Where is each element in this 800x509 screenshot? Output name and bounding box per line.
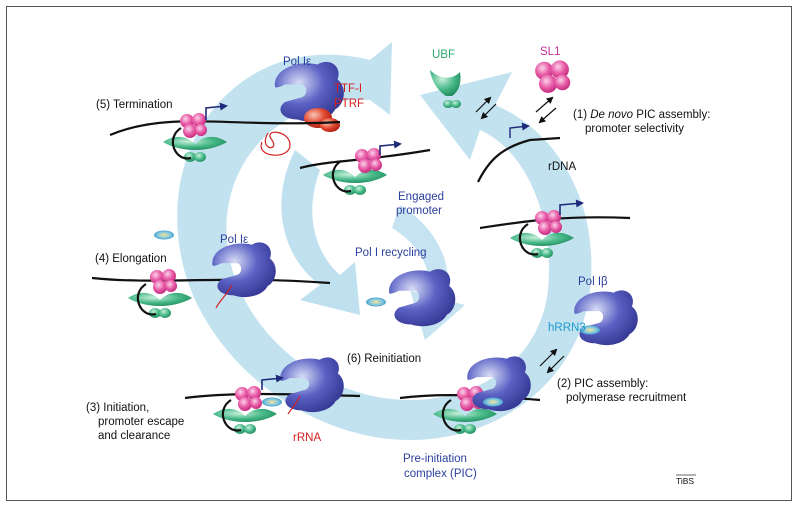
ubf-equilibrium-arrows <box>475 96 497 120</box>
initiation-rrna <box>287 395 301 415</box>
pic-line1: Pre-initiation <box>403 453 467 465</box>
initiation-promoter-arrow <box>261 374 284 390</box>
termination-sl1 <box>180 113 207 138</box>
engaged-sl1 <box>355 148 382 173</box>
step1-rest: PIC assembly: <box>633 109 710 121</box>
recycling-hrrn3 <box>366 297 386 307</box>
step1-number: (1) <box>573 109 590 121</box>
rdna-strand <box>477 136 561 183</box>
step2-line2: polymerase recruitment <box>566 392 687 404</box>
right-promoter-arrow <box>559 199 584 215</box>
figure-frame <box>6 6 792 501</box>
elongation-sl1 <box>150 269 177 294</box>
engaged-dna <box>299 148 431 170</box>
credit-label: TiBS <box>676 476 694 486</box>
sl1-equilibrium-arrows <box>535 96 557 124</box>
pic-hrrn3 <box>483 397 503 407</box>
step3-line2: promoter escape <box>98 416 184 428</box>
ttf1-label: TTF-I <box>334 83 362 95</box>
ptrf-label: PTRF <box>334 98 364 110</box>
ubf-free <box>430 70 461 108</box>
recycling-arrow <box>281 150 360 315</box>
recycling-label: Pol I recycling <box>355 247 427 259</box>
termination-dna <box>109 120 341 137</box>
pol-recruit-arrows <box>539 348 565 374</box>
rrna-label: rRNA <box>293 432 321 444</box>
step3-line1: (3) Initiation, <box>86 402 149 414</box>
initiation-hrrn3 <box>262 397 282 407</box>
pol-ie-mid-label: Pol Iε <box>220 234 248 246</box>
pol-ie-top-label: Pol Iε <box>283 56 311 68</box>
ttf1-ptrf-complex <box>304 108 340 132</box>
elongation-dna <box>91 276 331 285</box>
right-sl1 <box>535 210 562 235</box>
step1-label: (1) De novo PIC assembly: <box>573 109 710 121</box>
rdna-promoter-arrow <box>509 122 530 138</box>
step1-italic: De novo <box>590 109 633 121</box>
sl1-free <box>535 60 571 93</box>
ubf-label: UBF <box>432 49 455 61</box>
engaged-promoter-arrow <box>379 140 402 155</box>
step6-label: (6) Reinitiation <box>347 353 421 365</box>
termination-rrna <box>260 131 291 156</box>
step5-label: (5) Termination <box>96 99 173 111</box>
step1-line2: promoter selectivity <box>585 123 684 135</box>
hrrn3-label: hRRN3 <box>548 322 586 334</box>
step4-label: (4) Elongation <box>95 253 167 265</box>
step3-line3: and clearance <box>98 430 170 442</box>
engaged-line2: promoter <box>396 205 442 217</box>
pol-ib-label: Pol Iβ <box>578 276 608 288</box>
rdna-label: rDNA <box>548 161 576 173</box>
engaged-line1: Engaged <box>398 191 444 203</box>
step2-line1: (2) PIC assembly: <box>557 378 648 390</box>
pic-line2: complex (PIC) <box>404 468 477 480</box>
sl1-label: SL1 <box>540 46 560 58</box>
initiation-sl1 <box>235 386 262 411</box>
elongation-rrna <box>215 284 233 309</box>
elongation-hrrn3 <box>154 230 174 240</box>
termination-promoter-arrow <box>205 102 228 120</box>
